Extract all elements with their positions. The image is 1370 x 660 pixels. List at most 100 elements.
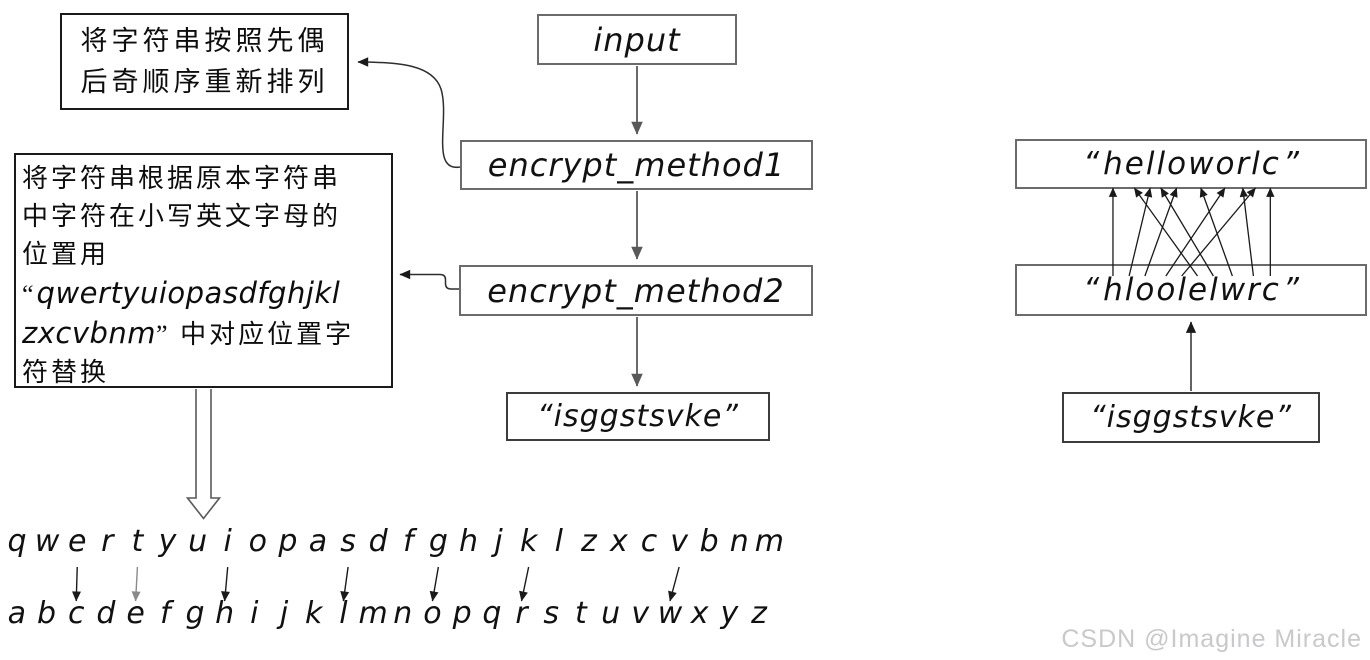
word-letter: r [1236,146,1250,182]
keyboard-letter: l [339,596,348,631]
keyboard-letter: e [126,596,145,631]
keyboard-letter: c [640,524,658,559]
word-letter: r [1247,272,1260,308]
keyboard-letter: k [305,596,323,631]
keyboard-letter: p [452,596,472,631]
keyboard-letter: p [278,524,298,559]
cipher-word-label: “isggstsvke” [1090,400,1292,435]
permutation-arrow [1128,187,1153,277]
keyboard-letter: l [554,524,563,559]
keyboard-letter: f [402,524,414,559]
keyboard-letter: t [131,524,144,559]
keyboard-letter: f [160,596,171,631]
arrow-method2-to-note [399,269,459,290]
note-line: 后奇顺序重新排列 [80,66,329,97]
intermediate-word: “hloolelwrc” [1080,272,1302,308]
permutation-arrow [1133,187,1199,277]
keyboard-letter: e [68,524,87,559]
watermark: CSDN @Imagine Miracle [1061,625,1362,653]
output-cipher-box: “isggstsvke” [506,392,770,441]
permutation-arrow [1160,187,1214,277]
permutation-arrow [1181,187,1256,277]
note-line: 符替换 [22,358,110,387]
note-line: zxcvbnm” 中对应位置字 [22,316,355,350]
word-letter: w [1188,146,1214,182]
keyboard-letter: s [543,596,560,631]
keyboard-letter: z [580,524,597,559]
keyboard-letter: d [96,596,116,631]
keyboard-letter: k [519,524,538,559]
keyboard-letter: o [423,596,442,631]
note-line: 位置用 [22,240,110,269]
quote-mark: ” [1282,272,1299,308]
keyboard-letter: b [699,524,719,559]
word-letter: o [1167,146,1187,182]
keyboard-letter: h [458,524,478,559]
permutation-arrow [1144,187,1178,277]
quote-mark: “ [1083,146,1100,182]
keyboard-letter: g [185,596,205,631]
keyboard-letter: n [729,524,749,559]
keyboard-letter: c [67,596,85,631]
keyboard-letter: n [393,596,413,631]
keyboard-letter: y [158,524,177,559]
word-letter: c [1261,146,1279,182]
word-letter: l [1156,146,1166,182]
word-letter: o [1135,272,1155,308]
keyboard-letter: o [248,524,267,559]
permutation-arrow [1239,187,1255,277]
keyboard-letter: h [215,596,235,631]
note-line: 将字符串按照先偶 [80,25,329,56]
keyboard-letter: d [368,524,388,559]
note-line: 中字符在小写英文字母的 [22,202,342,231]
keyboard-letter: m [358,596,388,631]
keyboard-letter: u [188,524,208,559]
encrypt-method2-box: encrypt_method2 [459,265,813,316]
keyboard-letter: u [601,596,621,631]
permutation-arrow [1165,187,1226,277]
note-line: “qwertyuiopasdfghjkl [22,276,341,310]
word-letter: w [1219,272,1246,308]
keyboard-letter: v [670,524,688,559]
input-label: input [593,20,681,59]
keyboard-letter: s [340,524,356,559]
word-letter: o [1215,146,1235,182]
quote-mark: ” [1282,146,1299,182]
quote-mark: “ [1083,272,1100,308]
cipher-word-box: “isggstsvke” [1062,392,1320,443]
keyboard-letter: g [428,524,448,559]
note-line: 将字符串根据原本字符串 [22,164,342,193]
keyboard-letter: m [754,524,784,559]
keyboard-letter: t [575,596,587,631]
keyboard-letter: r [515,596,528,631]
method2-note-box: 将字符串根据原本字符串中字符在小写英文字母的位置用 “qwertyuiopasdf… [14,153,393,388]
keyboard-letter: z [751,596,767,631]
input-box: input [537,14,737,65]
keyboard-letter: w [34,524,60,559]
keyboard-letter: x [610,524,628,559]
target-word-box: “helloworlc” [1015,139,1367,189]
target-word: “helloworlc” [1080,146,1302,182]
word-letter: l [1209,272,1218,308]
word-letter: o [1156,272,1176,308]
word-letter: l [1124,272,1134,308]
keyboard-letter: a [7,596,27,631]
encrypt-method2-label: encrypt_method2 [487,271,785,310]
word-letter: h [1103,272,1123,308]
keyboard-letter: j [279,596,289,631]
encrypt-method1-label: encrypt_method1 [487,146,786,184]
keyboard-letter: q [482,596,502,631]
word-letter: l [1145,146,1155,182]
word-letter: c [1261,272,1279,308]
keyboard-letter: a [308,524,328,559]
hollow-arrow-note-to-keyboard [185,389,222,520]
keyboard-letter: x [690,596,709,631]
word-letter: l [1177,272,1186,308]
keyboard-letter: y [720,596,739,631]
keyboard-letter: w [657,596,683,631]
encrypt-method1-box: encrypt_method1 [460,140,813,190]
keyboard-letter: i [250,596,259,631]
